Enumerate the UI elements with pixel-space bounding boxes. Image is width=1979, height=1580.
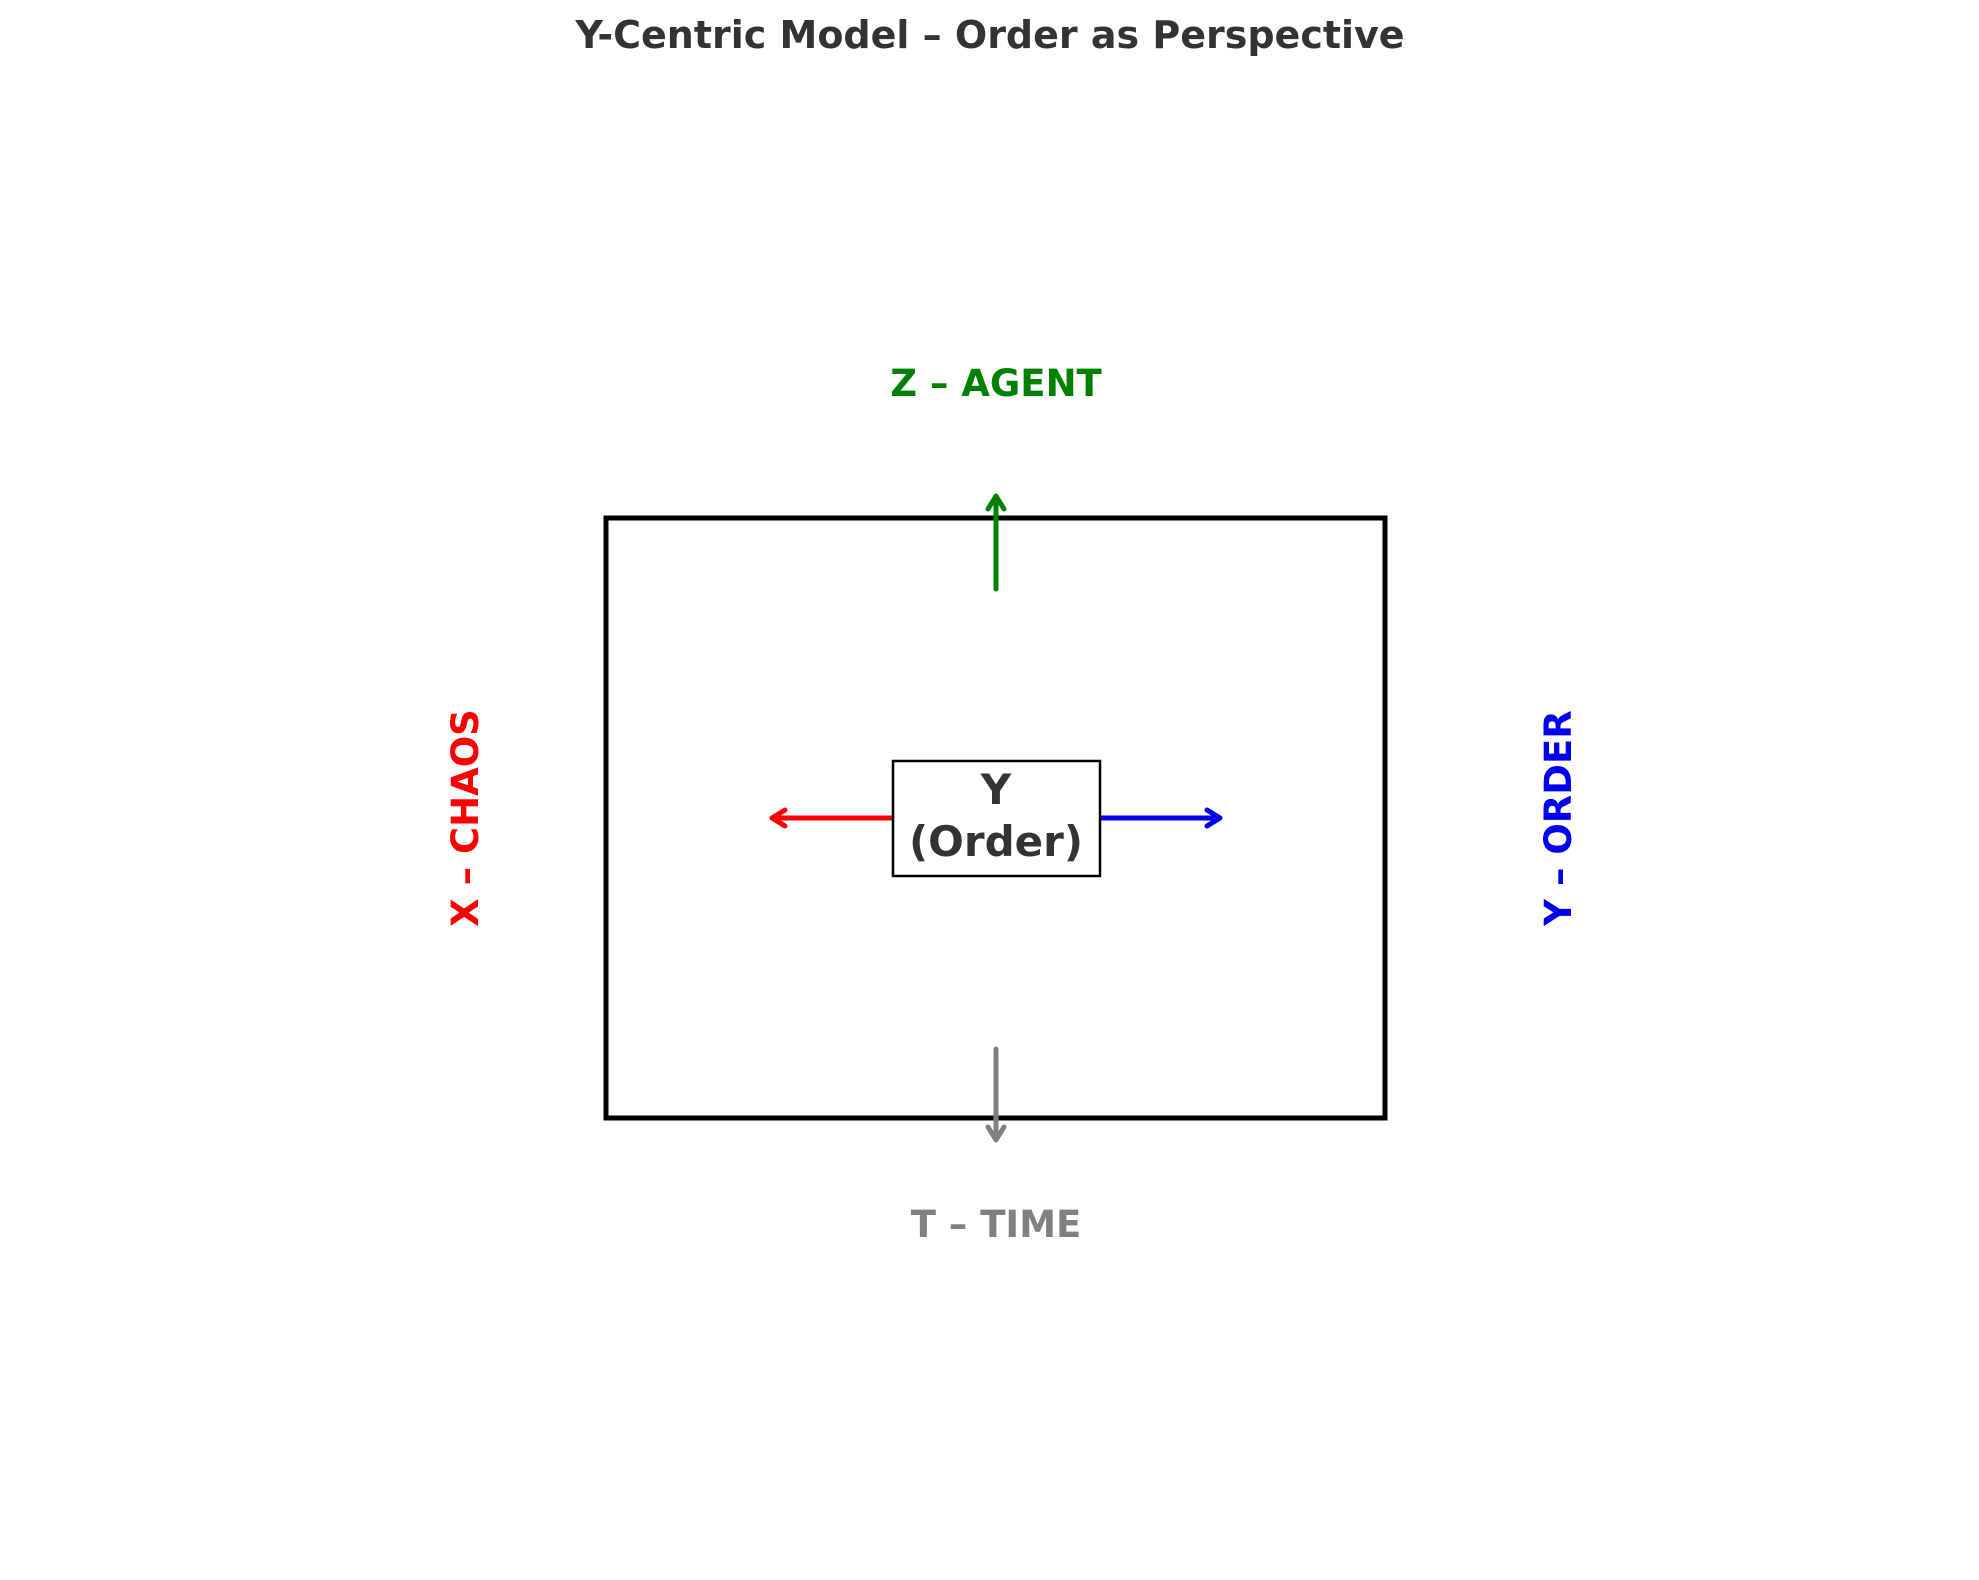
time-arrow <box>985 1046 1007 1143</box>
order-arrow <box>1097 807 1223 829</box>
order-label: Y – ORDER <box>1537 710 1580 926</box>
center-box <box>891 759 1102 878</box>
chaos-label: X – CHAOS <box>444 709 487 927</box>
time-label: T – TIME <box>911 1203 1082 1246</box>
chaos-arrow <box>769 807 896 829</box>
center-label-y: Y <box>980 765 1012 814</box>
agent-arrow <box>985 493 1007 592</box>
diagram-title: Y-Centric Model – Order as Perspective <box>574 13 1404 57</box>
center-label-order: (Order) <box>909 817 1083 866</box>
agent-label: Z – AGENT <box>890 362 1102 405</box>
